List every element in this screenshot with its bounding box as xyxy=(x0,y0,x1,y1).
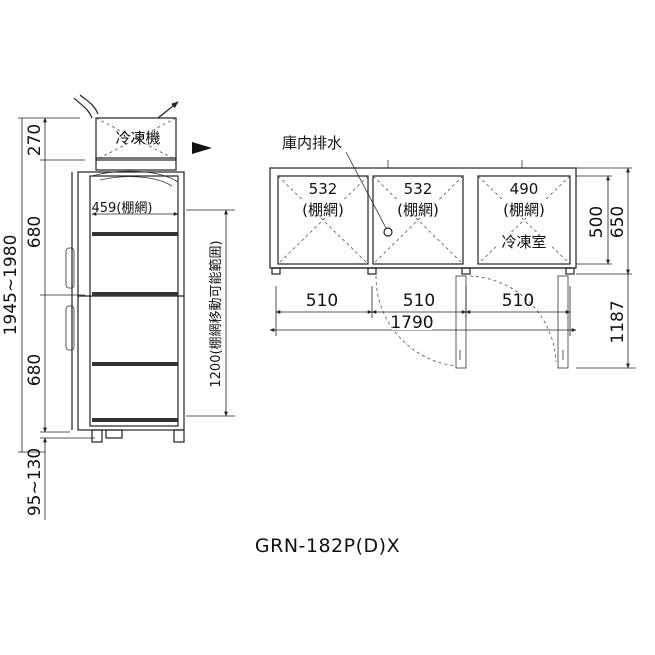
side-view: 1945~1980 270 680 680 95~130 冷凍機 xyxy=(1,94,235,520)
unit-label: 冷凍機 xyxy=(115,129,160,147)
leg-range-label: 95~130 xyxy=(25,448,45,516)
drain-icon xyxy=(383,227,393,237)
top-view: 庫内排水 532 (棚網) 532 (棚網) 490 (棚網) 冷凍室 xyxy=(269,134,636,369)
door-width-1: 510 xyxy=(306,291,338,311)
compartment-1-label: (棚網) xyxy=(302,201,344,219)
foot xyxy=(173,429,185,443)
compartment-1 xyxy=(277,175,369,265)
door-swing-2 xyxy=(469,275,557,363)
cabinet-body xyxy=(77,171,185,431)
section-height-top: 270 xyxy=(25,124,45,156)
shelf-depth-label: 459(棚網) xyxy=(92,201,153,216)
compartment-2 xyxy=(372,175,464,265)
compartment-3 xyxy=(477,175,571,265)
shelves xyxy=(92,232,178,422)
drain-leader-line xyxy=(345,151,387,229)
compartment-3-label: (棚網) xyxy=(503,201,545,219)
drain-pan xyxy=(105,429,123,439)
cabinet-inner xyxy=(89,175,179,427)
depth-door-open: 1187 xyxy=(608,300,628,343)
lower-handle xyxy=(65,305,75,351)
height-range-label: 1945~1980 xyxy=(1,235,21,336)
freezer-room-label: 冷凍室 xyxy=(501,233,546,251)
compartment-3-width: 490 xyxy=(510,180,539,198)
drain-label: 庫内排水 xyxy=(282,134,342,152)
foot xyxy=(91,429,103,443)
open-door-2 xyxy=(557,275,569,369)
shelf xyxy=(92,232,178,236)
depth-inner: 500 xyxy=(587,206,607,238)
compartment-2-width: 532 xyxy=(404,180,433,198)
shelf-move-range-label: 1200(棚網移動可能範囲) xyxy=(209,240,224,387)
model-caption: GRN-182P(D)X xyxy=(254,535,401,557)
compartment-2-label: (棚網) xyxy=(397,201,439,219)
shelf xyxy=(92,362,178,366)
exhaust-arrow-up xyxy=(157,101,179,119)
door-width-3: 510 xyxy=(502,291,534,311)
depth-outer: 650 xyxy=(608,206,628,238)
upper-handle xyxy=(65,247,75,289)
section-height-upper: 680 xyxy=(25,216,45,248)
section-height-lower: 680 xyxy=(25,354,45,386)
unit-top-box xyxy=(95,117,177,161)
total-width: 1790 xyxy=(390,313,433,333)
door-width-2: 510 xyxy=(403,291,435,311)
open-door-1 xyxy=(455,275,467,369)
compartment-1-width: 532 xyxy=(309,180,338,198)
door-swing-1 xyxy=(375,275,457,367)
shelf xyxy=(92,418,178,422)
shelf xyxy=(92,292,178,296)
